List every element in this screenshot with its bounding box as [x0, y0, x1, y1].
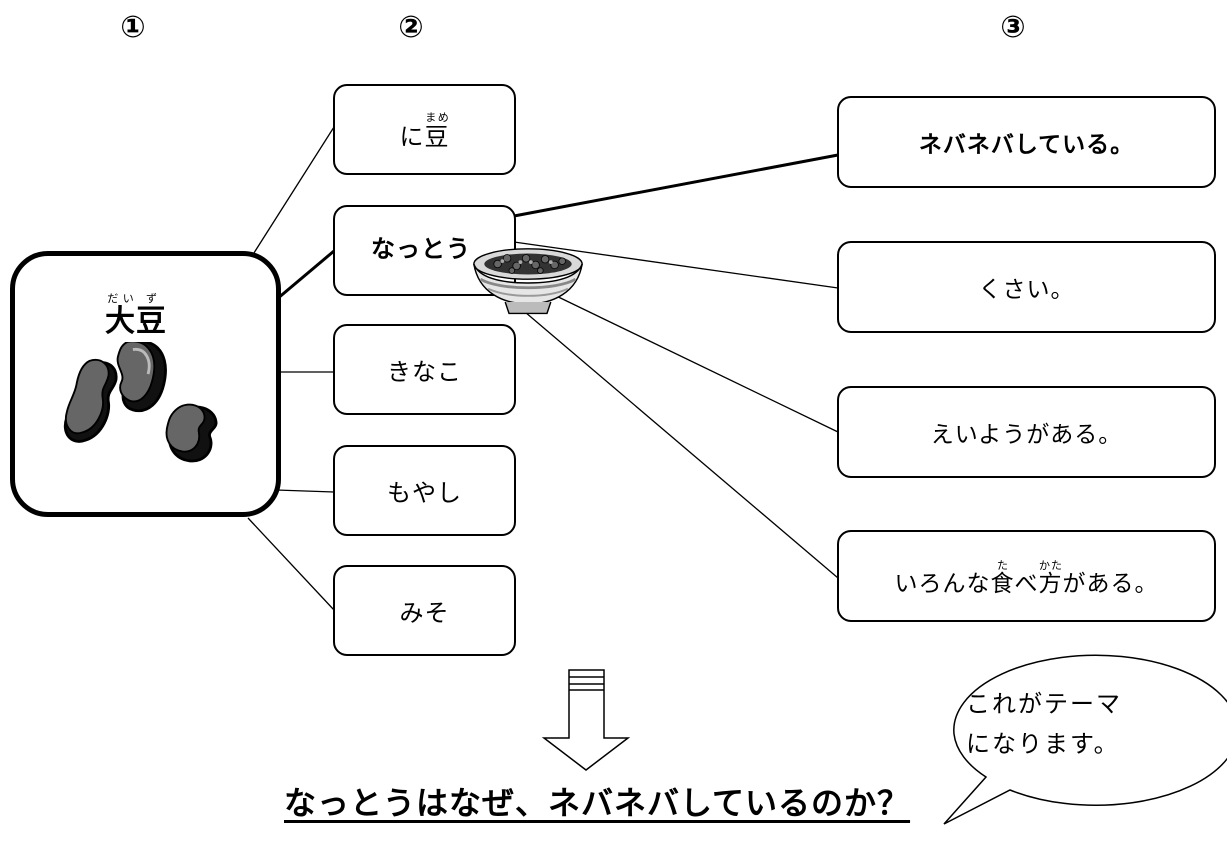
source-title: 大だい豆ず	[105, 292, 167, 339]
food-box-mame: に豆まめ	[333, 84, 516, 175]
fact-box-kusai: くさい。	[837, 241, 1216, 333]
theme-question: なっとうはなぜ、ネバネバしているのか？	[284, 784, 911, 822]
natto-bowl-icon	[473, 248, 583, 315]
fact-box-nebaneba: ネバネバしている。	[837, 96, 1216, 188]
column-number-1: ①	[120, 10, 146, 45]
food-box-kinako: きなこ	[333, 324, 516, 415]
food-label-miso: みそ	[399, 599, 450, 627]
soybean-icon	[63, 342, 218, 463]
line-natto-eiyou	[547, 291, 839, 433]
food-label-mame: に豆まめ	[399, 111, 450, 151]
fact-label-kusai: くさい。	[978, 277, 1075, 303]
source-box: 大だい豆ず	[10, 251, 281, 517]
down-arrow-icon	[541, 669, 631, 771]
food-box-moyashi: もやし	[333, 445, 516, 536]
line-natto-tabekata	[524, 311, 839, 579]
line-natto-kusai	[513, 241, 839, 289]
fact-label-tabekata: いろんな食たべ方かたがある。	[894, 559, 1159, 597]
food-label-natto: なっとう	[371, 235, 471, 263]
line-source-moyashi	[275, 489, 335, 493]
fact-label-eiyou: えいようがある。	[930, 422, 1123, 448]
food-label-kinako: きなこ	[387, 358, 462, 386]
fact-label-nebaneba: ネバネバしている。	[918, 132, 1135, 158]
speech-bubble-line-2: になります。	[966, 730, 1120, 758]
line-source-natto	[276, 249, 335, 301]
food-box-natto: なっとう	[333, 205, 516, 296]
line-source-miso	[247, 517, 335, 611]
line-source-mame	[251, 126, 335, 257]
fact-box-eiyou: えいようがある。	[837, 386, 1216, 478]
food-label-moyashi: もやし	[387, 479, 462, 507]
food-box-miso: みそ	[333, 565, 516, 656]
column-number-2: ②	[398, 10, 424, 45]
speech-bubble-icon	[943, 654, 1227, 825]
speech-bubble-line-1: これがテーマ	[966, 690, 1122, 718]
column-number-3: ③	[1000, 10, 1026, 45]
speech-bubble-text: これがテーマ になります。	[966, 684, 1186, 764]
fact-box-tabekata: いろんな食たべ方かたがある。	[837, 530, 1216, 622]
line-natto-nebaneba	[513, 153, 839, 218]
